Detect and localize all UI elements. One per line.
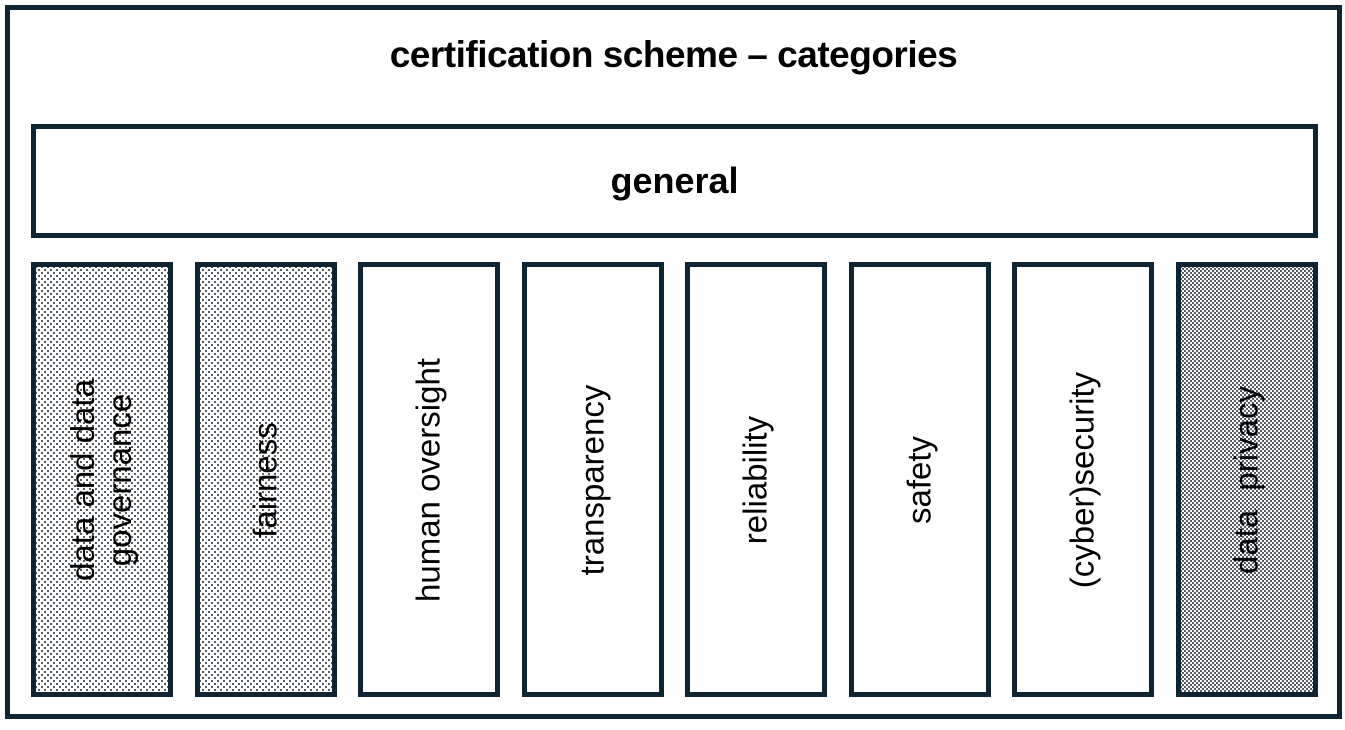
category-fairness: fairness [194, 262, 337, 697]
general-category-label: general [610, 160, 739, 201]
category-label: human oversight [409, 357, 447, 602]
category-label: transparency [573, 384, 611, 575]
category-label: data and data governance [64, 378, 138, 581]
category-data-privacy: data privacy [1175, 262, 1318, 697]
category-label: fairness [246, 421, 284, 538]
category-columns-row: data and data governance fairness human … [31, 262, 1318, 697]
category-label: safety [900, 435, 938, 524]
diagram-title: certification scheme – categories [389, 34, 958, 75]
general-category-box: general [31, 124, 1318, 238]
category-human-oversight: human oversight [358, 262, 501, 697]
certification-scheme-outer-box: certification scheme – categories genera… [5, 5, 1342, 719]
category-reliability: reliability [685, 262, 828, 697]
category-transparency: transparency [521, 262, 664, 697]
category-label: (cyber)security [1063, 371, 1101, 588]
category-label: data privacy [1227, 385, 1265, 574]
category-safety: safety [848, 262, 991, 697]
category-label: reliability [736, 415, 774, 544]
category-cybersecurity: (cyber)security [1012, 262, 1155, 697]
category-data-governance: data and data governance [31, 262, 173, 697]
